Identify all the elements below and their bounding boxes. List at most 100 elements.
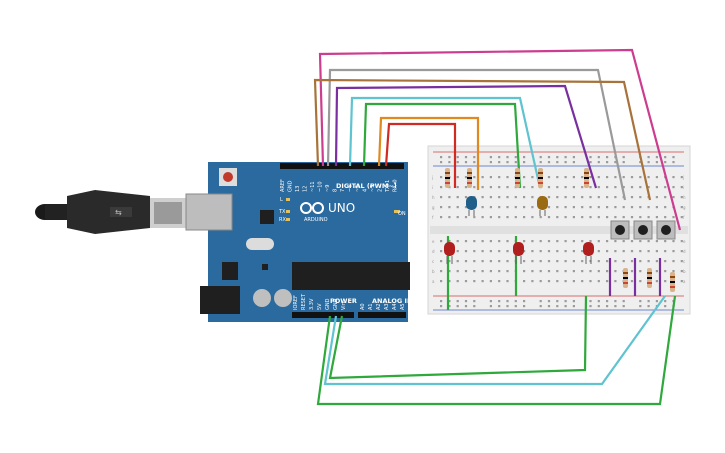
breadboard-hole[interactable] (597, 250, 600, 253)
breadboard-hole[interactable] (581, 240, 584, 243)
breadboard-hole[interactable] (589, 196, 592, 199)
breadboard-hole[interactable] (481, 250, 484, 253)
breadboard-hole[interactable] (639, 216, 642, 219)
breadboard-hole[interactable] (473, 280, 476, 283)
breadboard-hole[interactable] (606, 186, 609, 189)
breadboard-hole[interactable] (639, 206, 642, 209)
breadboard-hole[interactable] (456, 156, 459, 159)
breadboard-hole[interactable] (489, 161, 492, 164)
breadboard-hole[interactable] (614, 206, 617, 209)
breadboard-hole[interactable] (523, 305, 526, 308)
breadboard-hole[interactable] (597, 206, 600, 209)
breadboard-hole[interactable] (614, 161, 617, 164)
breadboard-hole[interactable] (514, 161, 517, 164)
breadboard-hole[interactable] (614, 270, 617, 273)
breadboard-hole[interactable] (589, 216, 592, 219)
breadboard-hole[interactable] (481, 186, 484, 189)
breadboard-hole[interactable] (589, 300, 592, 303)
breadboard-hole[interactable] (531, 206, 534, 209)
breadboard-hole[interactable] (606, 270, 609, 273)
breadboard-hole[interactable] (630, 206, 634, 209)
breadboard-hole[interactable] (523, 216, 526, 219)
breadboard-hole[interactable] (589, 176, 592, 179)
breadboard-hole[interactable] (456, 196, 459, 199)
breadboard-hole[interactable] (564, 250, 567, 253)
breadboard-hole[interactable] (489, 250, 492, 253)
breadboard-hole[interactable] (498, 176, 501, 179)
breadboard-hole[interactable] (655, 161, 658, 164)
breadboard-hole[interactable] (680, 186, 683, 189)
breadboard-hole[interactable] (489, 260, 492, 263)
breadboard-hole[interactable] (564, 270, 567, 273)
breadboard-hole[interactable] (614, 280, 617, 283)
breadboard-hole[interactable] (547, 216, 551, 219)
breadboard-hole[interactable] (664, 300, 667, 303)
breadboard-hole[interactable] (440, 156, 443, 159)
breadboard-hole[interactable] (680, 206, 683, 209)
breadboard-hole[interactable] (440, 240, 443, 243)
breadboard-hole[interactable] (680, 176, 683, 179)
breadboard-hole[interactable] (473, 216, 476, 219)
breadboard-hole[interactable] (572, 161, 575, 164)
breadboard-hole[interactable] (498, 216, 501, 219)
breadboard-hole[interactable] (489, 270, 492, 273)
breadboard-hole[interactable] (448, 280, 451, 283)
breadboard-hole[interactable] (456, 186, 459, 189)
breadboard-hole[interactable] (489, 196, 492, 199)
breadboard-hole[interactable] (581, 260, 584, 263)
breadboard-hole[interactable] (531, 196, 534, 199)
breadboard-hole[interactable] (523, 156, 526, 159)
breadboard-hole[interactable] (589, 206, 592, 209)
breadboard-hole[interactable] (440, 260, 443, 263)
breadboard-hole[interactable] (606, 161, 609, 164)
breadboard-hole[interactable] (556, 260, 559, 263)
breadboard-hole[interactable] (440, 305, 443, 308)
breadboard-hole[interactable] (448, 196, 451, 199)
push-buttons[interactable] (610, 220, 676, 240)
breadboard-hole[interactable] (622, 206, 625, 209)
breadboard-hole[interactable] (473, 240, 476, 243)
breadboard-hole[interactable] (473, 161, 476, 164)
breadboard-hole[interactable] (680, 250, 683, 253)
breadboard-hole[interactable] (481, 270, 484, 273)
breadboard-hole[interactable] (564, 176, 567, 179)
breadboard-hole[interactable] (581, 280, 584, 283)
breadboard-hole[interactable] (572, 216, 575, 219)
breadboard-hole[interactable] (481, 260, 484, 263)
breadboard-hole[interactable] (614, 305, 617, 308)
breadboard-hole[interactable] (647, 206, 650, 209)
breadboard-hole[interactable] (547, 186, 551, 189)
breadboard-hole[interactable] (664, 196, 667, 199)
breadboard-hole[interactable] (614, 240, 617, 243)
breadboard-hole[interactable] (581, 206, 584, 209)
breadboard-hole[interactable] (672, 176, 675, 179)
breadboard-hole[interactable] (440, 216, 443, 219)
breadboard-hole[interactable] (614, 216, 617, 219)
breadboard-hole[interactable] (597, 161, 600, 164)
breadboard-hole[interactable] (647, 216, 650, 219)
breadboard-hole[interactable] (440, 196, 443, 199)
breadboard-hole[interactable] (473, 260, 476, 263)
breadboard-hole[interactable] (664, 305, 667, 308)
breadboard-hole[interactable] (597, 260, 600, 263)
breadboard-hole[interactable] (664, 250, 667, 253)
breadboard-hole[interactable] (597, 305, 600, 308)
breadboard-hole[interactable] (581, 196, 584, 199)
breadboard-hole[interactable] (440, 280, 443, 283)
breadboard-hole[interactable] (572, 196, 575, 199)
breadboard-hole[interactable] (464, 280, 468, 283)
breadboard-hole[interactable] (498, 305, 501, 308)
breadboard-hole[interactable] (473, 156, 476, 159)
breadboard-hole[interactable] (564, 260, 567, 263)
breadboard-hole[interactable] (456, 240, 459, 243)
breadboard-hole[interactable] (506, 196, 509, 199)
breadboard-hole[interactable] (498, 186, 501, 189)
breadboard-hole[interactable] (622, 240, 625, 243)
breadboard-hole[interactable] (672, 250, 675, 253)
breadboard-hole[interactable] (448, 305, 451, 308)
breadboard-hole[interactable] (498, 250, 501, 253)
breadboard-hole[interactable] (556, 305, 559, 308)
breadboard-hole[interactable] (506, 280, 509, 283)
breadboard-hole[interactable] (464, 250, 468, 253)
breadboard-hole[interactable] (622, 250, 625, 253)
